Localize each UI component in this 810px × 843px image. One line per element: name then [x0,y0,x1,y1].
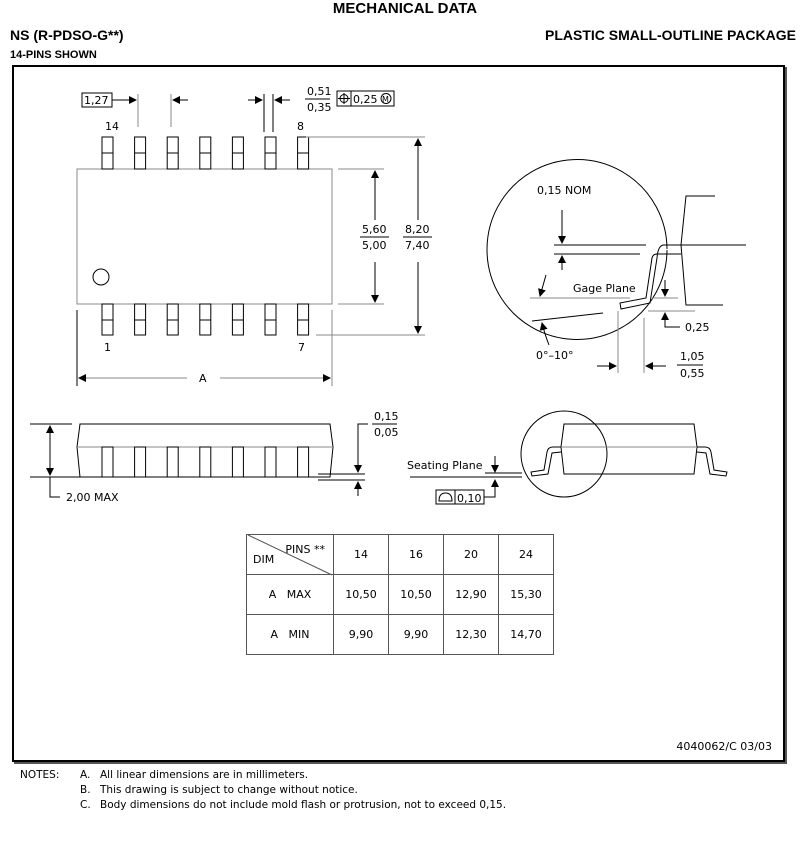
table-cell: 12,90 [443,574,499,615]
pin-label-14: 14 [105,120,119,133]
pin [231,136,244,170]
pin [264,446,277,478]
note-text: All linear dimensions are in millimeters… [100,769,309,781]
body-width-min: 5,00 [362,239,387,252]
document-number: 4040062/C 03/03 [676,740,772,753]
top-view: 14 8 1 7 1,27 0,51 0,35 0,25 M 5,60 5, [76,85,432,386]
standoff-min: 0,05 [374,426,399,439]
table-cell: 9,90 [333,614,389,655]
table-cell: 10,50 [388,574,444,615]
table-cell: 9,90 [388,614,444,655]
table-row: A MAX 10,50 10,50 12,90 15,30 [246,574,554,615]
bottom-pins [101,303,310,336]
pin [297,136,310,170]
column-header: 24 [498,534,554,575]
note-item: NOTES: A. All linear dimensions are in m… [20,768,506,783]
top-pins [101,136,310,170]
height-max: 2,00 MAX [66,491,119,504]
overall-width-min: 7,40 [405,239,430,252]
row-label: A MIN [246,614,334,655]
note-item: C. Body dimensions do not include mold f… [20,798,506,813]
column-header: 16 [388,534,444,575]
note-item: B. This drawing is subject to change wit… [20,783,506,798]
note-letter: C. [80,799,91,811]
gage-detail-view: 0,15 NOM Gage Plane 0°–10° 0,25 1,05 0,5… [486,159,746,380]
table-cell: 12,30 [443,614,499,655]
header-pins: PINS ** [285,543,325,556]
table-cell: 15,30 [498,574,554,615]
mmc-modifier-icon [380,93,392,104]
pin [297,303,310,336]
position-tolerance-value: 0,25 [353,93,378,106]
pin [199,446,212,478]
pin-label-7: 7 [298,341,305,354]
note-text: This drawing is subject to change withou… [100,784,358,796]
table-cell: 14,70 [498,614,554,655]
pin [101,446,114,478]
body-width-max: 5,60 [362,223,387,236]
pin-label-8: 8 [297,120,304,133]
mmc-modifier: M [382,95,389,104]
table-cell: 10,50 [333,574,389,615]
pin [199,303,212,336]
package-code: NS (R-PDSO-G**) [10,27,124,43]
pin [264,136,277,170]
gage-plane-label: Gage Plane [573,282,636,295]
dimension-table: PINS ** DIM 14 16 20 24 A MAX 10,50 10,5… [246,534,554,655]
note-letter: A. [80,769,91,781]
table-corner-cell: PINS ** DIM [246,534,334,575]
lead-thickness: 0,15 NOM [537,184,591,197]
length-label-a: A [199,372,207,385]
pin-label-1: 1 [104,341,111,354]
standoff-max: 0,15 [374,410,399,423]
table-header-row: PINS ** DIM 14 16 20 24 [246,534,554,575]
pin [134,446,147,478]
seating-plane-label: Seating Plane [407,459,483,472]
pin [231,446,244,478]
foot-length-max: 1,05 [680,350,705,363]
column-header: 20 [443,534,499,575]
table-row: A MIN 9,90 9,90 12,30 14,70 [246,614,554,655]
drawing-frame [12,65,785,762]
pin [134,303,147,336]
pin [199,136,212,170]
note-letter: B. [80,784,91,796]
pin-width-max: 0,51 [307,85,332,98]
pin-pitch-value: 1,27 [84,94,109,107]
side-detail-view: Seating Plane 0,10 [407,410,728,505]
pin [101,136,114,170]
pin [166,136,179,170]
row-label: A MAX [246,574,334,615]
notes-label: NOTES: [20,769,60,781]
note-text: Body dimensions do not include mold flas… [100,799,507,811]
package-name: PLASTIC SMALL-OUTLINE PACKAGE [545,27,796,43]
coplanarity-value: 0,10 [457,492,482,505]
package-body [76,168,333,305]
pin [264,303,277,336]
pin [297,446,310,478]
pin [134,136,147,170]
pins-shown-label: 14-PINS SHOWN [10,49,97,61]
side-view: 2,00 MAX 0,15 0,05 [30,410,399,504]
pin [101,303,114,336]
pin1-indicator [92,268,110,286]
pin-width-min: 0,35 [307,101,332,114]
notes: NOTES: A. All linear dimensions are in m… [20,768,506,813]
pin [166,303,179,336]
overall-width-max: 8,20 [405,223,430,236]
header-dim: DIM [253,553,275,566]
pin [166,446,179,478]
page-title: MECHANICAL DATA [332,0,478,17]
column-header: 14 [333,534,389,575]
pin [231,303,244,336]
gage-height-value: 0,25 [685,321,710,334]
foot-length-min: 0,55 [680,367,705,380]
flatness-icon [438,492,453,502]
angle-value: 0°–10° [536,349,574,362]
